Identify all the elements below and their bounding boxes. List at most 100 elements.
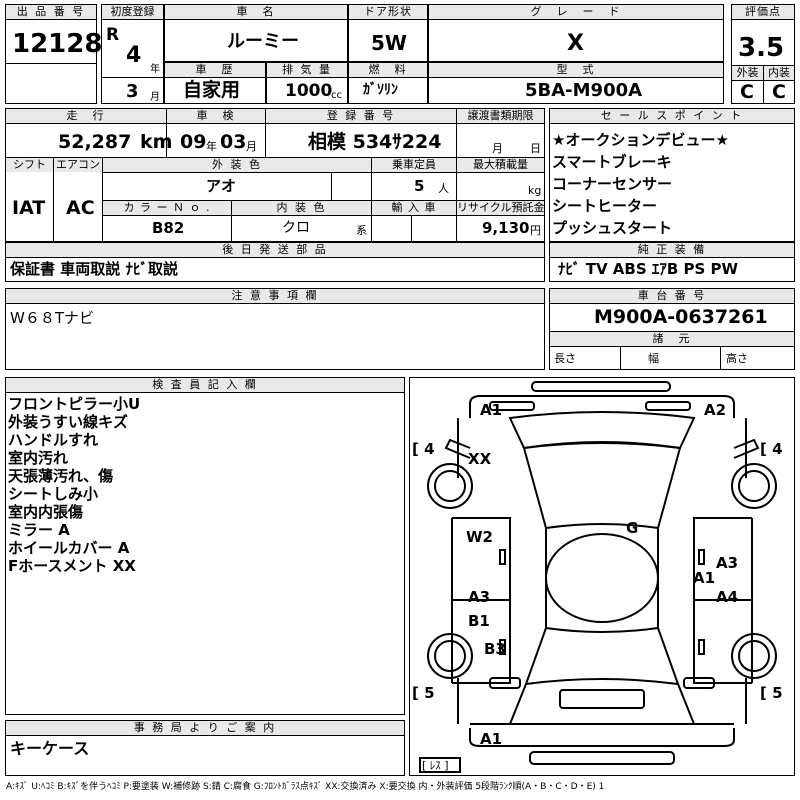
height-label: 高さ <box>726 352 748 365</box>
car-name-label: 車 名 <box>165 5 347 19</box>
first-reg-month: 3 <box>126 81 139 102</box>
damage-mark: A4 <box>716 588 739 606</box>
aircon-type: AC <box>66 197 95 219</box>
office-notes: キーケース <box>10 739 90 758</box>
era: R <box>106 25 120 45</box>
tire-front-left-grade: [ 4 <box>412 440 435 458</box>
sales-points-list: ★オークションデビュー★ スマートブレーキ コーナーセンサー シートヒーター プ… <box>552 129 729 239</box>
lens-label: [ ﾚｽ ] <box>422 759 449 772</box>
equipment-box: 純 正 装 備 ﾅﾋﾞ TV ABS ｴｱB PS PW <box>549 242 795 282</box>
model-code: 5BA-M900A <box>525 80 643 101</box>
mileage-label: 走 行 <box>6 109 166 123</box>
door-label: ドア形状 <box>349 5 427 19</box>
office-notes-label: 事 務 局 よ り ご 案 内 <box>6 721 404 735</box>
interior-color-label: 内 装 色 <box>232 201 371 215</box>
grade-box: グ レ ー ド X <box>428 4 724 62</box>
first-reg-year: 4 <box>126 43 142 68</box>
equipment-list: ﾅﾋﾞ TV ABS ｴｱB PS PW <box>558 260 739 278</box>
score: 3.5 <box>738 33 785 63</box>
car-name: ルーミー <box>227 31 299 52</box>
shift-type: IAT <box>12 197 46 219</box>
first-registration-box: 初度登録 R 4 年 3 月 <box>101 4 164 104</box>
max-load-label: 最大積載量 <box>457 158 544 172</box>
inspector-note: 外装うすい線キズ <box>8 413 129 431</box>
tire-rear-right-grade: [ 5 <box>760 684 783 702</box>
exterior-grade: C <box>740 81 754 103</box>
lot-number-box: 出 品 番 号 12128 <box>5 4 102 104</box>
color-number: B82 <box>152 219 185 237</box>
inspector-notes-label: 検 査 員 記 入 欄 <box>6 378 404 392</box>
followup-parts-label: 後 日 発 送 部 品 <box>6 243 544 257</box>
exterior-label: 外装 <box>732 66 763 80</box>
sales-point: プッシュスタート <box>552 219 673 237</box>
aircon-label: エアコン <box>54 158 102 172</box>
registration-number: 相模 534ｻ224 <box>308 131 442 153</box>
grade: X <box>567 31 584 56</box>
fuel: ｶﾞｿﾘﾝ <box>363 82 398 98</box>
history-label: 車 歴 <box>165 63 265 77</box>
recycle-unit: 円 <box>530 224 541 237</box>
notes-text: W６８Tナビ <box>10 309 94 327</box>
score-box: 評価点 3.5 外装 内装 C C <box>731 4 795 104</box>
sales-point: シートヒーター <box>552 197 658 215</box>
grade-label: グ レ ー ド <box>429 5 723 19</box>
month-unit: 月 <box>150 92 160 103</box>
vehicle-history: 自家用 <box>183 79 241 101</box>
followup-parts-box: 後 日 発 送 部 品 保証書 車両取説 ﾅﾋﾞ取説 <box>5 242 545 282</box>
equipment-label: 純 正 装 備 <box>550 243 794 257</box>
capacity-unit: 人 <box>438 182 449 195</box>
specs-label: 諸 元 <box>550 332 794 346</box>
sales-points-box: セ ー ル ス ポ イ ン ト ★オークションデビュー★ スマートブレーキ コー… <box>549 108 795 242</box>
color-number-label: カ ラ ー Ｎ ｏ . <box>103 201 231 215</box>
first-registration-label: 初度登録 <box>102 5 163 19</box>
car-damage-diagram: [ 4 [ 4 [ 5 [ 5 A1 A2 XX G W2 A3 B1 B3 A… <box>409 377 795 776</box>
transfer-day-unit: 日 <box>530 142 541 155</box>
inspector-note: 天張薄汚れ、傷 <box>8 467 114 485</box>
inspector-notes-box: 検 査 員 記 入 欄 フロントピラー小U 外装うすい線キズ ハンドルすれ 室内… <box>5 377 405 715</box>
shift-label: シフト <box>6 158 53 172</box>
length-label: 長さ <box>554 352 576 365</box>
chassis-label: 車 台 番 号 <box>550 289 794 303</box>
inspector-note: シートしみ小 <box>8 485 99 503</box>
legend: A:ｷｽﾞ U:ﾍｺﾐ B:ｷｽﾞを伴うﾍｺﾐ P:要塗装 W:補修跡 S:錆 … <box>6 782 605 792</box>
year-unit: 年 <box>150 64 160 75</box>
inspector-note: ハンドルすれ <box>8 431 99 449</box>
transfer-deadline-label: 譲渡書類期限 <box>457 109 544 123</box>
lot-number-label: 出 品 番 号 <box>6 5 96 19</box>
width-label: 幅 <box>648 352 659 365</box>
damage-mark: A3 <box>716 554 739 572</box>
damage-mark: B3 <box>484 640 506 658</box>
sales-point: ★オークションデビュー★ <box>552 131 729 149</box>
interior-color-unit: 系 <box>356 224 367 237</box>
chassis-number: M900A-0637261 <box>594 306 768 328</box>
model-box: 型 式 5BA-M900A <box>428 62 724 104</box>
tire-rear-left-grade: [ 5 <box>412 684 435 702</box>
damage-mark: G <box>626 519 639 537</box>
fuel-box: 燃 料 ｶﾞｿﾘﾝ <box>348 62 428 104</box>
door-type: 5W <box>371 31 407 55</box>
capacity-label: 乗車定員 <box>372 158 456 172</box>
damage-mark: A1 <box>693 569 716 587</box>
mileage-unit: km <box>140 131 173 153</box>
model-label: 型 式 <box>429 63 723 77</box>
followup-parts: 保証書 車両取説 ﾅﾋﾞ取説 <box>10 260 178 278</box>
registration-label: 登 録 番 号 <box>266 109 456 123</box>
damage-mark: XX <box>468 450 492 468</box>
office-notes-box: 事 務 局 よ り ご 案 内 キーケース <box>5 720 405 776</box>
inspector-note: ミラー A <box>8 521 70 539</box>
inspection-label: 車 検 <box>167 109 265 123</box>
chassis-box: 車 台 番 号 M900A-0637261 諸 元 長さ 幅 高さ <box>549 288 795 370</box>
displacement-box: 排 気 量 1000 cc <box>266 62 348 104</box>
history-box: 車 歴 自家用 <box>164 62 266 104</box>
inspection-year: 09 <box>180 131 207 153</box>
inspector-note: 室内内張傷 <box>8 503 84 521</box>
score-label: 評価点 <box>732 5 794 19</box>
mileage: 52,287 <box>58 131 132 153</box>
displacement-label: 排 気 量 <box>267 63 347 77</box>
car-name-box: 車 名 ルーミー <box>164 4 348 62</box>
inspector-note: フロントピラー小U <box>8 395 141 413</box>
capacity: 5 <box>414 177 425 195</box>
interior-label: 内装 <box>764 66 794 80</box>
inspector-note: Fホースメント XX <box>8 557 136 575</box>
interior-grade: C <box>772 81 786 103</box>
